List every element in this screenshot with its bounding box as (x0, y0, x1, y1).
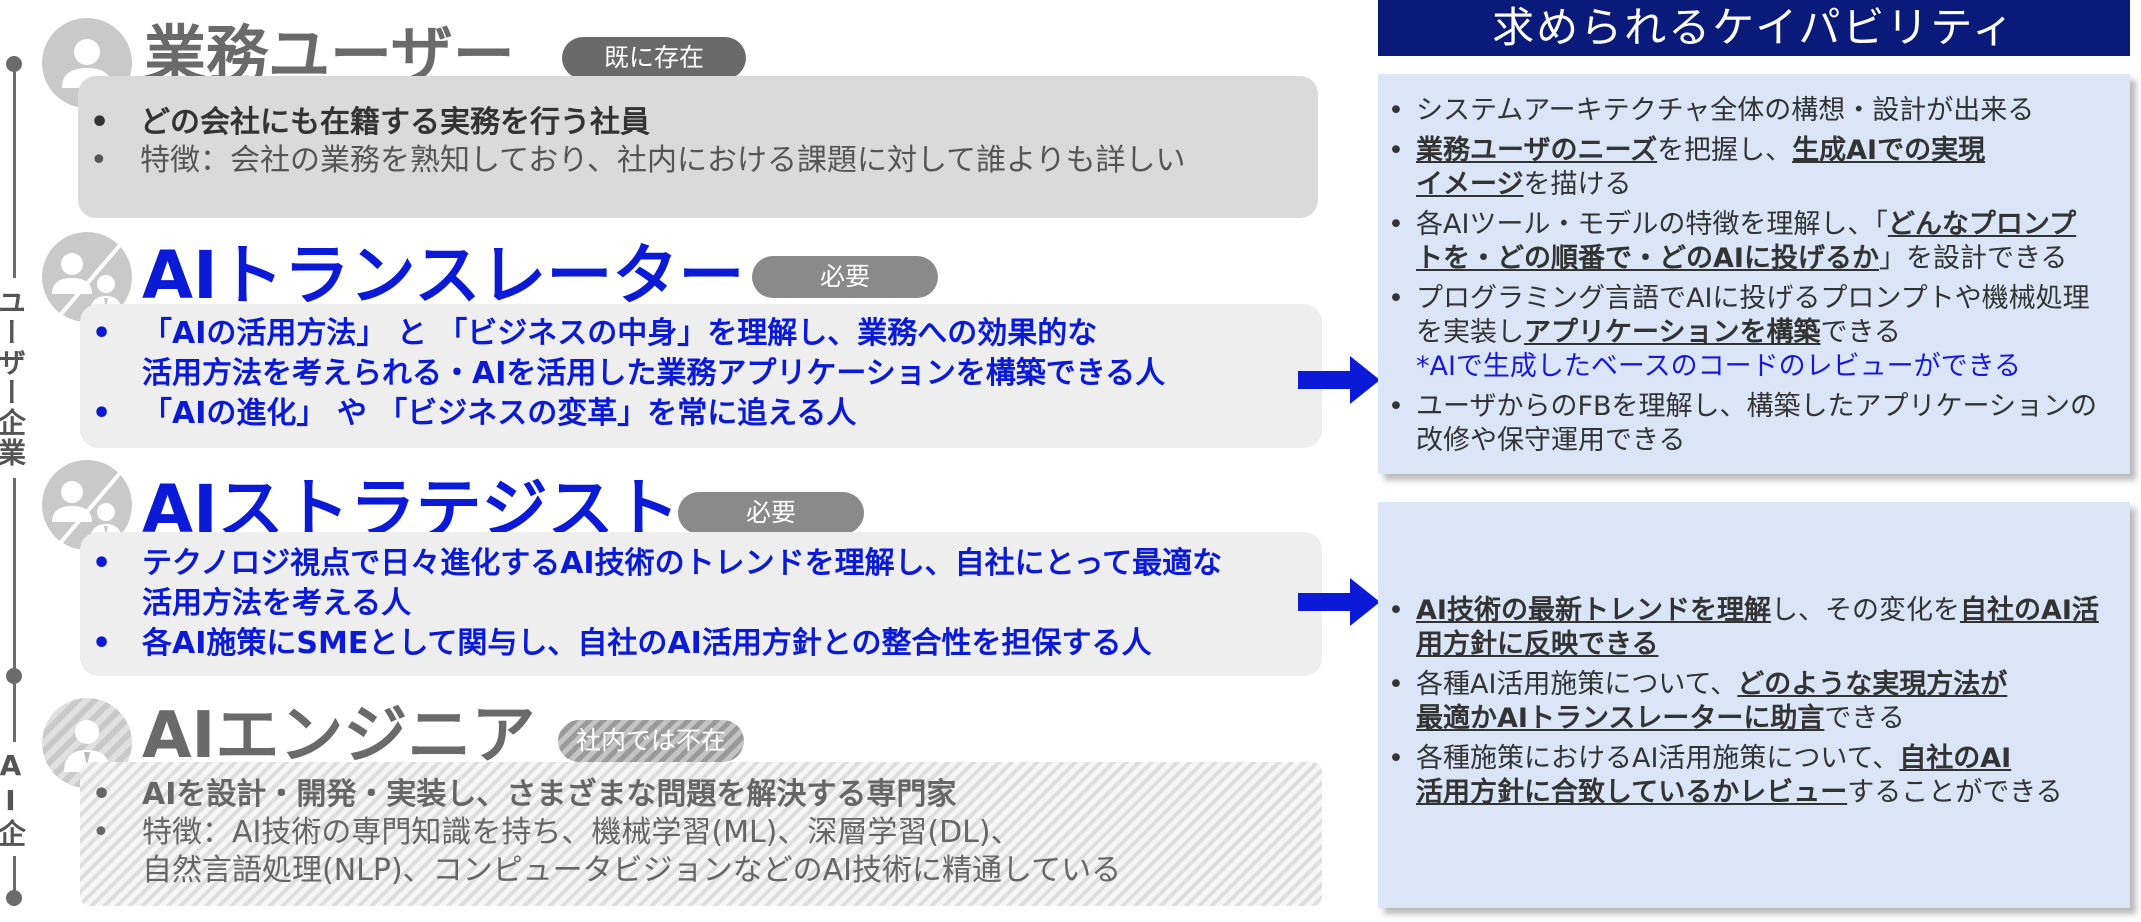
cap-translator-note: *AIで生成したベースのコードのレビューができる (1416, 351, 2022, 382)
arrow-right-icon (1298, 356, 1380, 404)
ai-translator-title: AIトランスレーター (142, 237, 745, 314)
business-user-bullet-2: 特徴：会社の業務を熟知しており、社内における課題に対して誰よりも詳しい (78, 142, 1318, 180)
ai-translator-box: 「AIの活用方法」 と 「ビジネスの中身」を理解し、業務への効果的な 活用方法を… (80, 304, 1322, 448)
business-user-title: 業務ユーザー (144, 18, 515, 91)
status-badge-ai-translator: 必要 (752, 256, 938, 298)
capabilities-panel-strategist: AI技術の最新トレンドを理解し、その変化を自社のAI活 用方針に反映できる 各種… (1378, 502, 2130, 908)
ai-strategist-box: テクノロジ視点で日々進化するAI技術のトレンドを理解し、自社にとって最適な 活用… (80, 532, 1322, 676)
ai-strategist-bullet-1-cont: 活用方法を考える人 (142, 586, 412, 621)
cap-translator-2: 業務ユーザのニーズを把握し、生成AIでの実現 イメージを描ける (1378, 134, 2130, 202)
ai-engineer-bullet-2: 特徴：AI技術の専門知識を持ち、機械学習(ML)、深層学習(DL)、 (80, 814, 1322, 852)
ai-strategist-title: AIストラテジスト (142, 471, 680, 548)
ai-engineer-box: AIを設計・開発・実装し、さまざまな問題を解決する専門家 特徴：AI技術の専門知… (80, 762, 1322, 906)
ai-translator-bullet-1: 「AIの活用方法」 と 「ビジネスの中身」を理解し、業務への効果的な (80, 314, 1322, 354)
cap-translator-1: システムアーキテクチャ全体の構想・設計が出来る (1378, 94, 2130, 128)
cap-translator-5: ユーザからのFBを理解し、構築したアプリケーションの 改修や保守運用できる (1378, 390, 2130, 458)
ai-engineer-bullet-1: AIを設計・開発・実装し、さまざまな問題を解決する専門家 (80, 776, 1322, 814)
status-badge-business-user: 既に存在 (562, 37, 746, 79)
cap-strategist-1: AI技術の最新トレンドを理解し、その変化を自社のAI活 用方針に反映できる (1378, 594, 2130, 662)
capabilities-header: 求められるケイパビリティ (1378, 0, 2130, 56)
timeline-dot-bottom (6, 890, 22, 906)
ai-translator-bullet-1-cont: 活用方法を考えられる・AIを活用した業務アプリケーションを構築できる人 (142, 356, 1166, 391)
ai-strategist-bullet-2: 各AI施策にSMEとして関与し、自社のAI活用方針との整合性を担保する人 (80, 624, 1322, 664)
capabilities-panel-translator: システムアーキテクチャ全体の構想・設計が出来る 業務ユーザのニーズを把握し、生成… (1378, 74, 2130, 474)
business-user-box: どの会社にも在籍する実務を行う社員 特徴：会社の業務を熟知しており、社内における… (78, 76, 1318, 218)
cap-strategist-3: 各種施策におけるAI活用施策について、自社のAI 活用方針に合致しているかレビュ… (1378, 742, 2130, 810)
timeline-label-user-company: ユーザー企業 (0, 278, 27, 478)
cap-strategist-2: 各種AI活用施策について、どのような実現方法が 最適かAIトランスレーターに助言… (1378, 668, 2130, 736)
timeline-dot-middle (6, 668, 22, 684)
business-user-bullet-1: どの会社にも在籍する実務を行う社員 (78, 104, 1318, 142)
arrow-right-icon (1298, 578, 1380, 626)
ai-translator-bullet-2: 「AIの進化」 や 「ビジネスの変革」を常に追える人 (80, 394, 1322, 434)
status-badge-ai-strategist: 必要 (678, 492, 864, 534)
status-badge-ai-engineer: 社内では不在 (558, 720, 744, 762)
cap-translator-3: 各AIツール・モデルの特徴を理解し、「どんなプロンプ トを・どの順番で・どのAI… (1378, 208, 2130, 276)
cap-translator-4: プログラミング言語でAIに投げるプロンプトや機械処理 を実装しアプリケーションを… (1378, 282, 2130, 384)
ai-engineer-bullet-2-cont: 自然言語処理(NLP)、コンピュータビジョンなどのAI技術に精通している (142, 853, 1122, 888)
ai-strategist-bullet-1: テクノロジ視点で日々進化するAI技術のトレンドを理解し、自社にとって最適な (80, 544, 1322, 584)
timeline-dot-top (6, 56, 22, 72)
ai-engineer-title: AIエンジニア (142, 699, 536, 773)
